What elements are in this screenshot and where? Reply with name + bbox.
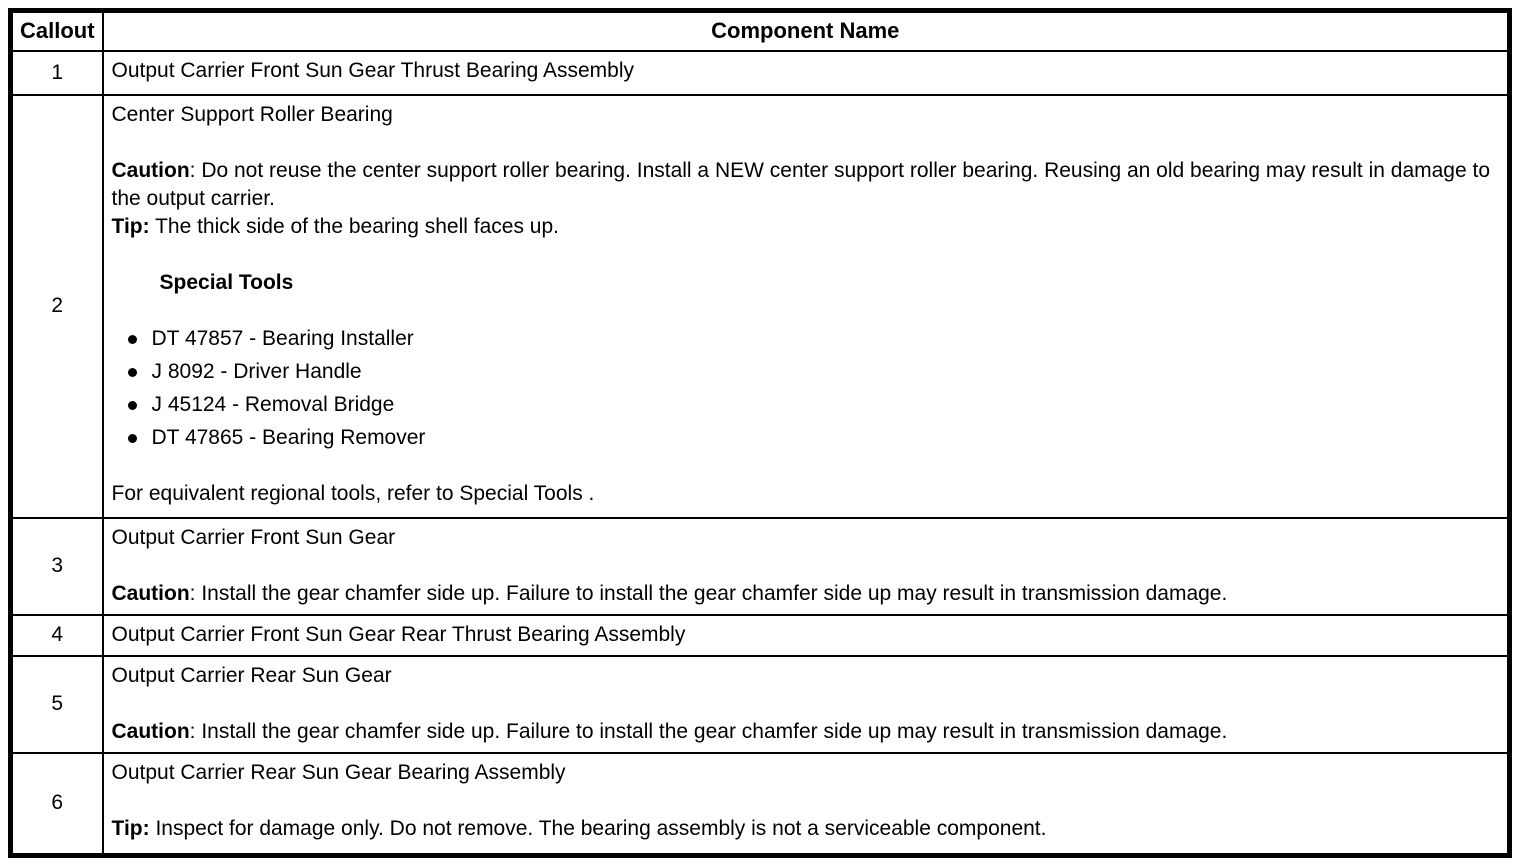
blank-line (112, 241, 1500, 269)
caution-body: : Do not reuse the center support roller… (111, 158, 1491, 210)
table-row: 4 Output Carrier Front Sun Gear Rear Thr… (9, 613, 1511, 657)
callout-cell: 5 (9, 654, 104, 754)
tool-list-item: DT 47857 - Bearing Installer (127, 325, 1500, 353)
component-cell: Output Carrier Rear Sun Gear Caution: In… (101, 654, 1511, 754)
table-row: 3 Output Carrier Front Sun Gear Caution:… (9, 516, 1511, 616)
tip-body: The thick side of the bearing shell face… (149, 214, 559, 238)
blank-line (112, 552, 1500, 580)
special-tools-heading: Special Tools (159, 270, 294, 294)
caution-label: Caution (111, 581, 190, 605)
blank-line (112, 452, 1500, 480)
bullet-icon (127, 433, 137, 443)
tip-body: Inspect for damage only. Do not remove. … (149, 816, 1047, 840)
tool-text: DT 47857 - Bearing Installer (151, 326, 414, 350)
table-row: 1 Output Carrier Front Sun Gear Thrust B… (9, 49, 1511, 96)
caution-label: Caution (111, 719, 190, 743)
regional-tools-note: For equivalent regional tools, refer to … (111, 481, 595, 505)
bullet-icon (127, 367, 137, 377)
component-name-text: Output Carrier Front Sun Gear Thrust Bea… (111, 58, 635, 82)
caution-text: Caution: Do not reuse the center support… (112, 157, 1500, 213)
component-cell: Output Carrier Front Sun Gear Thrust Bea… (101, 49, 1511, 96)
blank-line (112, 129, 1500, 157)
tool-list-item: J 45124 - Removal Bridge (127, 391, 1500, 419)
caution-body: : Install the gear chamfer side up. Fail… (189, 581, 1228, 605)
callout-cell: 1 (9, 49, 104, 96)
caution-text: Caution: Install the gear chamfer side u… (112, 580, 1500, 608)
tool-text: J 45124 - Removal Bridge (151, 392, 395, 416)
tip-text: Tip: Inspect for damage only. Do not rem… (112, 815, 1500, 843)
table-row: 6 Output Carrier Rear Sun Gear Bearing A… (9, 751, 1511, 857)
tip-label: Tip: (111, 214, 150, 238)
callout-cell: 3 (9, 516, 104, 616)
component-table: Callout Component Name 1 Output Carrier … (8, 8, 1512, 858)
tool-text: DT 47865 - Bearing Remover (151, 425, 426, 449)
tool-list: DT 47857 - Bearing Installer J 8092 - Dr… (112, 325, 1500, 452)
tip-label: Tip: (111, 816, 150, 840)
component-cell: Output Carrier Front Sun Gear Caution: I… (101, 516, 1511, 616)
component-name-column-header: Component Name (101, 9, 1511, 52)
callout-cell: 4 (9, 613, 104, 657)
component-name-text: Center Support Roller Bearing (111, 102, 393, 126)
caution-text: Caution: Install the gear chamfer side u… (112, 718, 1500, 746)
bullet-icon (127, 400, 137, 410)
component-cell: Output Carrier Rear Sun Gear Bearing Ass… (101, 751, 1511, 857)
component-name-text: Output Carrier Front Sun Gear (111, 525, 396, 549)
caution-label: Caution (111, 158, 190, 182)
callout-cell: 6 (9, 751, 104, 857)
caution-body: : Install the gear chamfer side up. Fail… (189, 719, 1228, 743)
component-cell: Output Carrier Front Sun Gear Rear Thrus… (101, 613, 1511, 657)
tool-text: J 8092 - Driver Handle (151, 359, 362, 383)
tool-list-item: DT 47865 - Bearing Remover (127, 424, 1500, 452)
tool-list-item: J 8092 - Driver Handle (127, 358, 1500, 386)
tip-text: Tip: The thick side of the bearing shell… (112, 213, 1500, 241)
table-row: 5 Output Carrier Rear Sun Gear Caution: … (9, 654, 1511, 754)
bullet-icon (127, 334, 137, 344)
component-name-text: Output Carrier Rear Sun Gear (111, 663, 392, 687)
table-header-row: Callout Component Name (9, 9, 1511, 52)
table-row: 2 Center Support Roller Bearing Caution:… (9, 93, 1511, 519)
blank-line (112, 297, 1500, 325)
callout-cell: 2 (9, 93, 104, 519)
component-name-text: Output Carrier Rear Sun Gear Bearing Ass… (111, 760, 566, 784)
component-cell: Center Support Roller Bearing Caution: D… (101, 93, 1511, 519)
component-name-text: Output Carrier Front Sun Gear Rear Thrus… (111, 622, 686, 646)
callout-column-header: Callout (9, 9, 104, 52)
blank-line (112, 690, 1500, 718)
blank-line (112, 787, 1500, 815)
